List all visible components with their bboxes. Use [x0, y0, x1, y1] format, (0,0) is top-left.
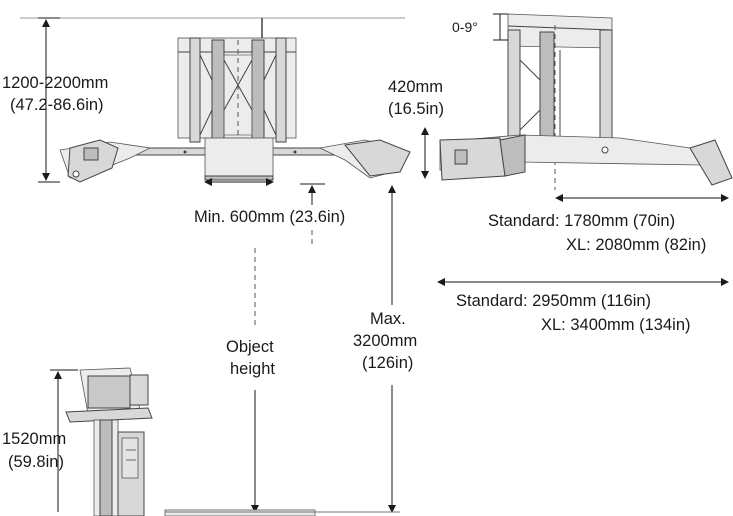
max-height-label-line1: Max.: [370, 310, 406, 328]
arm-reach-xl-label: XL: 2080mm (82in): [566, 236, 706, 254]
overall-length-standard-label: Standard: 2950mm (116in): [456, 292, 651, 310]
min-clearance-label: Min. 600mm (23.6in): [194, 208, 345, 226]
console-height-imperial-label: (59.8in): [8, 453, 64, 471]
tilt-angle-label: 0-9°: [452, 19, 478, 35]
arm-reach-standard-label: Standard: 1780mm (70in): [488, 212, 675, 230]
object-height-label-line1: Object: [226, 338, 274, 356]
max-height-label-line3: (126in): [362, 354, 413, 372]
rail-height-imperial-label: (16.5in): [388, 100, 444, 118]
front-view-gantry: [20, 17, 411, 183]
column-height-imperial-label: (47.2-86.6in): [10, 96, 104, 114]
console-height-dimension: [50, 369, 78, 512]
floor-object-surface: [164, 509, 316, 516]
rail-height-metric-label: 420mm: [388, 78, 443, 96]
column-height-dimension: [38, 17, 60, 183]
min-clearance-dimension: [300, 183, 325, 246]
control-console: [65, 367, 153, 516]
object-height-label-line2: height: [230, 360, 275, 378]
column-height-metric-label: 1200-2200mm: [2, 74, 108, 92]
console-height-metric-label: 1520mm: [2, 430, 66, 448]
max-height-label-line2: 3200mm: [353, 332, 417, 350]
side-view-gantry: [439, 13, 733, 190]
tilt-angle-marker: [493, 13, 508, 41]
overall-length-xl-label: XL: 3400mm (134in): [541, 316, 691, 334]
